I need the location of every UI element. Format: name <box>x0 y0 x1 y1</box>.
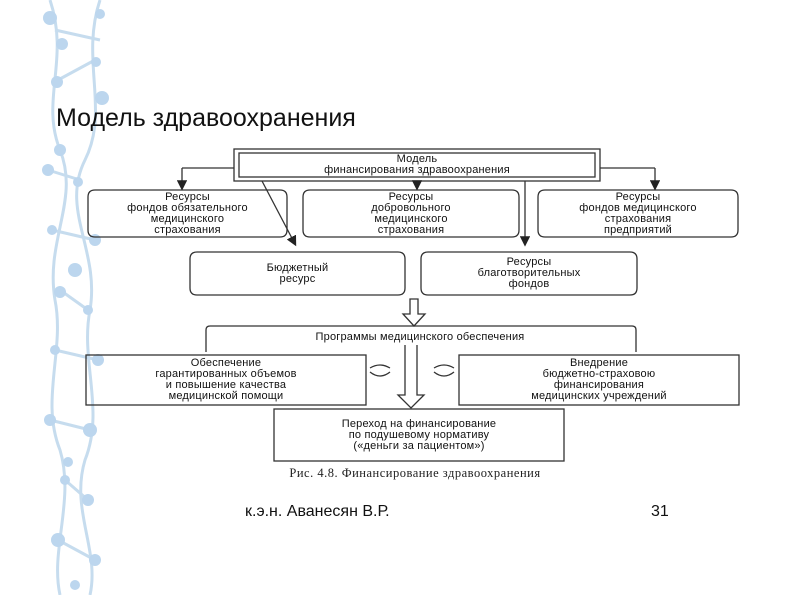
box-programs: Программы медицинского обеспечения <box>240 329 600 345</box>
box-guarantee-frame <box>85 354 367 406</box>
box-enterprise-frame <box>537 189 739 238</box>
box-charity-frame <box>420 251 638 296</box>
box-budget: Бюджетный ресурс <box>266 261 329 285</box>
page-number: 31 <box>651 503 669 520</box>
box-guarantee: Обеспечение гарантированных объемов и по… <box>155 357 297 402</box>
figure-caption: Рис. 4.8. Финансирование здравоохранения <box>289 466 541 480</box>
box-implementation: Внедрение бюджетно-страховою финансирова… <box>531 357 667 402</box>
box-transition: Переход на финансирование по подушевому … <box>341 417 497 452</box>
box-budget-frame <box>189 251 406 296</box>
programs-bracket <box>205 325 637 352</box>
footer-author: к.э.н. Аванесян В.Р. <box>245 503 390 520</box>
box-charity: Ресурсы благотворительных фондов <box>477 256 581 290</box>
box-resource-enterprise: Ресурсы фондов медицинского страхования … <box>579 190 697 236</box>
box-resource-dms: Ресурсы добровольного медицинского страх… <box>371 190 451 236</box>
box-resource-oms: Ресурсы фондов обязательного медицинског… <box>127 190 248 236</box>
box-top-model: Модель финансирования здравоохранения <box>324 153 510 176</box>
box-oms-frame <box>87 189 288 238</box>
slide-title: Модель здравоохранения <box>56 104 356 132</box>
box-transition-frame <box>273 408 565 462</box>
box-dms-frame <box>302 189 520 238</box>
box-implementation-frame <box>458 354 740 406</box>
molecule-decoration <box>42 0 109 595</box>
